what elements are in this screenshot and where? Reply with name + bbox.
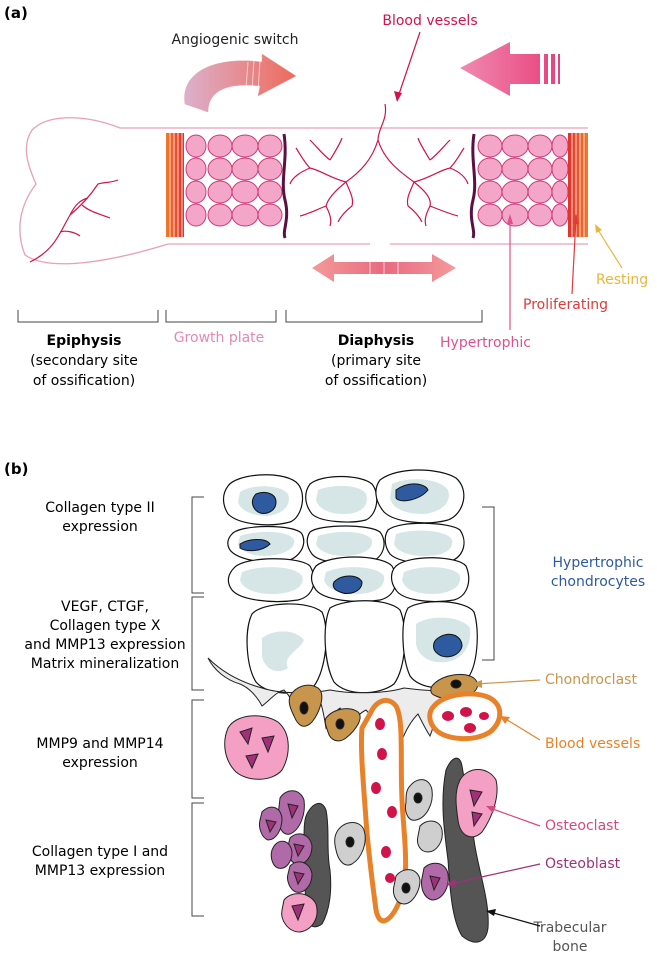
epiphysis-bracket xyxy=(17,310,159,323)
hypertrophic-label: Hypertrophic xyxy=(440,335,531,351)
epiphysis-vessels xyxy=(29,179,119,263)
epiphysis-title: Epiphysis xyxy=(47,333,122,349)
bracket-mmp xyxy=(191,699,204,799)
hypertrophy-direction-arrow xyxy=(460,42,560,96)
vegf-line2: Collagen type X xyxy=(50,618,161,634)
hypertrophic-chondrocytes-line1: Hypertrophic xyxy=(553,555,644,571)
collagen2-line2: expression xyxy=(62,519,138,535)
blood-vessels-pointer xyxy=(396,31,421,101)
osteoclast-cells xyxy=(224,715,498,933)
osteoblast-cells xyxy=(259,790,449,901)
diaphysis-line1: (primary site xyxy=(331,353,421,369)
collagen1-line2: MMP13 expression xyxy=(35,863,165,879)
blood-vessels-label: Blood vessels xyxy=(382,13,477,29)
diaphysis-line2: of ossification) xyxy=(325,373,427,389)
chondroclast-label: Chondroclast xyxy=(545,672,637,688)
panel-b-tag: (b) xyxy=(4,460,28,478)
blood-vessels-b-label: Blood vessels xyxy=(545,736,640,752)
bone-outline xyxy=(19,117,588,265)
diaphysis-double-arrow xyxy=(312,254,456,282)
angiogenic-switch-arrow xyxy=(184,53,297,113)
vegf-line1: VEGF, CTGF, xyxy=(61,599,149,615)
bracket-collagen2 xyxy=(191,496,204,594)
growth-plate-label: Growth plate xyxy=(174,330,265,346)
hypertrophic-chondrocytes xyxy=(222,469,478,694)
angiogenic-switch-label: Angiogenic switch xyxy=(172,32,299,48)
bracket-hypertrophic xyxy=(482,506,495,661)
bracket-vegf xyxy=(191,596,204,691)
osteoclast-label: Osteoclast xyxy=(545,818,619,834)
growth-plate-bracket xyxy=(165,310,277,323)
diaphysis-vessels xyxy=(289,103,469,227)
resting-label: Resting xyxy=(596,272,648,288)
growth-plate-left xyxy=(166,133,289,239)
trabecular-bone-line2: bone xyxy=(553,939,588,955)
trabecular-bone-line1: Trabecular xyxy=(532,920,606,936)
diaphysis-bracket xyxy=(285,310,483,323)
proliferating-label: Proliferating xyxy=(523,297,608,313)
mmp-line2: expression xyxy=(62,755,138,771)
blood-vessel-cells xyxy=(358,691,503,924)
growth-plate-right xyxy=(469,133,588,239)
collagen1-line1: Collagen type I and xyxy=(32,844,168,860)
epiphysis-line2: of ossification) xyxy=(33,373,135,389)
vegf-line3: and MMP13 expression xyxy=(24,637,185,653)
hypertrophic-chondrocytes-line2: chondrocytes xyxy=(551,574,645,590)
vegf-line4: Matrix mineralization xyxy=(31,656,179,672)
gray-cells xyxy=(334,779,443,905)
panel-a-tag: (a) xyxy=(4,4,28,22)
osteoblast-label: Osteoblast xyxy=(545,856,621,872)
mmp-line1: MMP9 and MMP14 xyxy=(36,736,163,752)
bracket-collagen1 xyxy=(191,802,204,917)
epiphysis-line1: (secondary site xyxy=(30,353,138,369)
chondroclast-cells xyxy=(288,673,478,742)
diaphysis-title: Diaphysis xyxy=(338,333,414,349)
collagen2-line1: Collagen type II xyxy=(45,500,155,516)
trabecular-bone xyxy=(302,757,489,943)
